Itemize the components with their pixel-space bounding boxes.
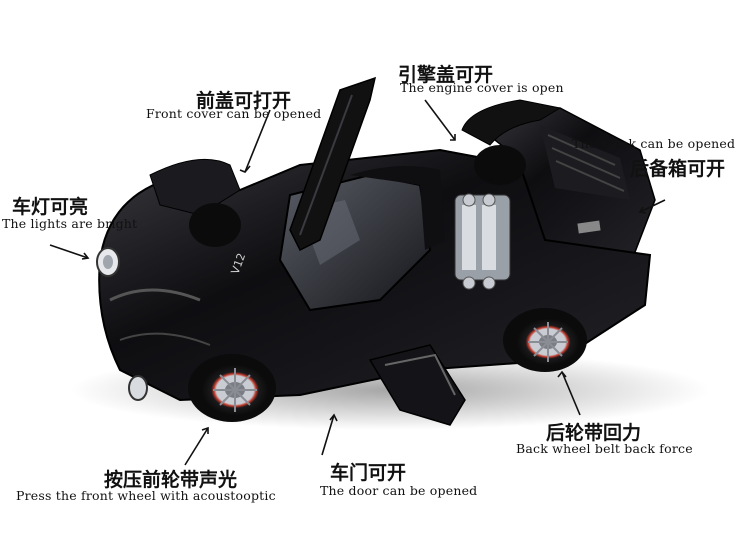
arrow-front-wheel bbox=[184, 427, 209, 466]
lights-zh: 车灯可亮 bbox=[12, 196, 89, 218]
rear-wheel bbox=[503, 308, 587, 372]
trunk-en: The trunk can be opened bbox=[572, 136, 736, 151]
lights-en: The lights are bright bbox=[2, 216, 138, 231]
trunk-lid bbox=[468, 107, 656, 266]
trunk-zh: 后备箱可开 bbox=[630, 158, 726, 180]
front-wheel bbox=[188, 354, 276, 422]
rear-wheel-top bbox=[474, 145, 526, 185]
annotation-arrows bbox=[49, 99, 666, 466]
engine-cover-en: The engine cover is open bbox=[400, 80, 564, 95]
door-en: The door can be opened bbox=[320, 483, 478, 498]
back-wheel-zh: 后轮带回力 bbox=[546, 422, 642, 444]
engine-cover bbox=[461, 99, 562, 146]
arrow-engine-cover bbox=[424, 99, 456, 141]
arrow-trunk bbox=[639, 199, 666, 213]
back-wheel-en: Back wheel belt back force bbox=[516, 441, 693, 456]
headlight-front bbox=[128, 375, 148, 401]
arrow-door bbox=[321, 414, 335, 456]
engine-cover-zh: 引擎盖可开 bbox=[398, 64, 494, 86]
headlight-left bbox=[96, 247, 120, 277]
front-wheel-zh: 按压前轮带声光 bbox=[104, 469, 238, 491]
front-wheel-en: Press the front wheel with acoustooptic bbox=[16, 488, 276, 503]
front-cover-en: Front cover can be opened bbox=[146, 106, 322, 121]
engine-bay bbox=[454, 193, 511, 290]
arrow-lights bbox=[49, 244, 89, 259]
arrow-back-wheel bbox=[561, 371, 581, 416]
front-wheel-top bbox=[189, 203, 241, 247]
front-cover-zh: 前盖可打开 bbox=[196, 90, 292, 112]
door-zh: 车门可开 bbox=[330, 462, 407, 484]
scissor-door-up bbox=[289, 76, 377, 252]
door-panel bbox=[368, 344, 466, 426]
arrow-front-cover bbox=[244, 109, 271, 173]
